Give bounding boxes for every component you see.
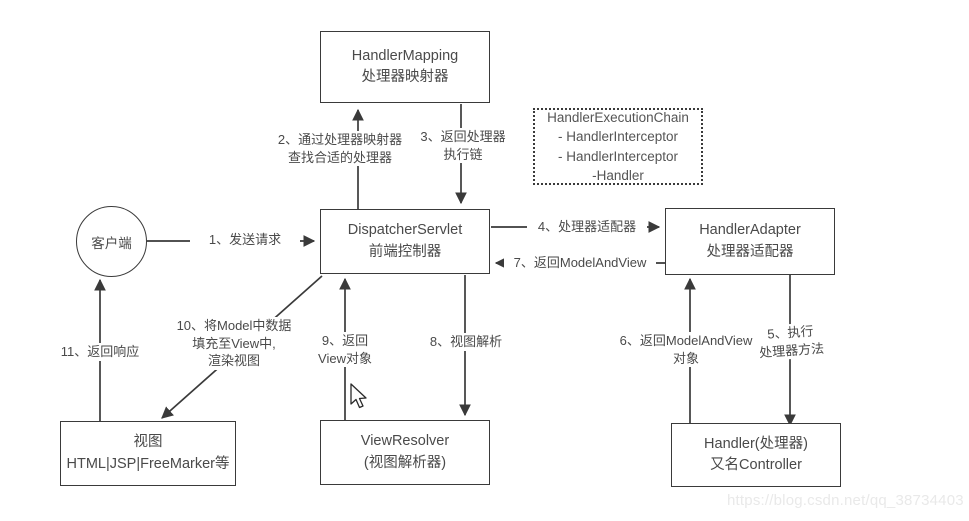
edge-label-2: 2、通过处理器映射器 查找合适的处理器	[275, 131, 405, 167]
node-handler-subtitle: 又名Controller	[710, 457, 802, 473]
node-view[interactable]: 视图 HTML|JSP|FreeMarker等	[60, 421, 236, 486]
edge-label-9-line2: View对象	[318, 350, 372, 366]
edge-label-2-line1: 2、通过处理器映射器	[277, 132, 403, 147]
node-handler-mapping[interactable]: HandlerMapping 处理器映射器	[320, 31, 490, 103]
edge-label-3: 3、返回处理器 执行链	[418, 128, 508, 164]
edge-label-11-line1: 11、返回响应	[60, 344, 140, 359]
node-handler-execution-chain: HandlerExecutionChain - HandlerIntercept…	[533, 108, 703, 185]
node-dispatcher-servlet-subtitle: 前端控制器	[368, 243, 442, 260]
node-handler-title: Handler(处理器)	[704, 435, 808, 452]
node-handler-mapping-subtitle: 处理器映射器	[361, 69, 449, 85]
node-dispatcher-servlet-title: DispatcherServlet	[347, 222, 463, 239]
execution-chain-item-3: -Handler	[592, 167, 644, 183]
node-dispatcher-servlet[interactable]: DispatcherServlet 前端控制器	[320, 209, 490, 274]
edge-label-2-line2: 查找合适的处理器	[287, 149, 392, 165]
node-handler-mapping-title: HandlerMapping	[351, 47, 459, 64]
edge-label-8-line1: 8、视图解析	[429, 334, 503, 349]
node-client-label: 客户端	[91, 235, 132, 251]
node-view-resolver-subtitle: (视图解析器)	[363, 454, 447, 471]
edge-label-10-line2: 填充至View中,	[192, 335, 276, 351]
node-client[interactable]: 客户端	[76, 206, 147, 277]
execution-chain-title: HandlerExecutionChain	[547, 110, 689, 126]
edge-label-5: 5、执行 处理器方法	[750, 321, 832, 362]
edge-label-6: 6、返回ModelAndView 对象	[612, 332, 760, 368]
edge-label-4: 4、处理器适配器	[527, 218, 647, 236]
node-handler[interactable]: Handler(处理器) 又名Controller	[671, 423, 841, 487]
edge-label-11: 11、返回响应	[52, 343, 148, 361]
edge-label-1-line1: 1、发送请求	[208, 232, 282, 247]
node-handler-adapter[interactable]: HandlerAdapter 处理器适配器	[665, 208, 835, 275]
edge-label-10: 10、将Model中数据 填充至View中, 渲染视图	[168, 317, 300, 370]
edge-label-9: 9、返回 View对象	[305, 332, 385, 368]
execution-chain-item-2: - HandlerInterceptor	[557, 148, 679, 164]
edge-label-6-line1: 6、返回ModelAndView	[619, 333, 753, 348]
edge-label-7-line1: 7、返回ModelAndView	[513, 255, 647, 270]
edge-label-3-line2: 执行链	[443, 146, 483, 162]
node-view-subtitle: HTML|JSP|FreeMarker等	[66, 455, 230, 472]
edge-label-6-line2: 对象	[672, 350, 699, 366]
node-handler-adapter-title: HandlerAdapter	[699, 222, 801, 239]
watermark-text: https://blog.csdn.net/qq_38734403	[727, 492, 964, 509]
node-view-title: 视图	[133, 434, 163, 451]
node-handler-adapter-subtitle: 处理器适配器	[706, 243, 794, 260]
edge-label-1: 1、发送请求	[190, 231, 300, 249]
node-view-resolver[interactable]: ViewResolver (视图解析器)	[320, 420, 490, 485]
edge-label-9-line1: 9、返回	[321, 333, 369, 348]
edge-label-4-line1: 4、处理器适配器	[537, 219, 637, 234]
node-view-resolver-title: ViewResolver	[360, 433, 450, 450]
edge-label-7: 7、返回ModelAndView	[504, 254, 656, 272]
edge-label-8: 8、视图解析	[421, 333, 511, 351]
execution-chain-item-1: - HandlerInterceptor	[557, 129, 679, 145]
edge-label-10-line3: 渲染视图	[207, 353, 260, 369]
edge-label-10-line1: 10、将Model中数据	[176, 318, 292, 333]
edge-label-3-line1: 3、返回处理器	[420, 129, 506, 144]
